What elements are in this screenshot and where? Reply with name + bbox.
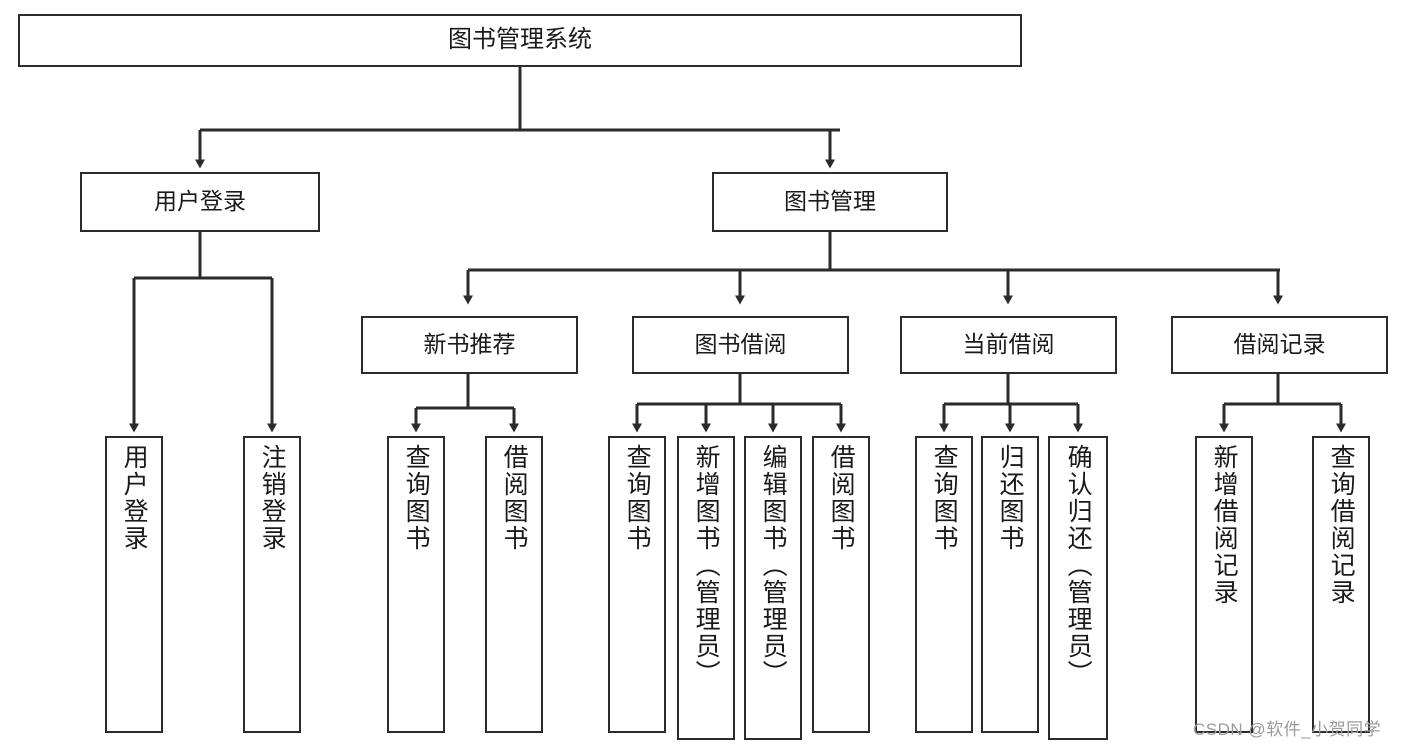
- leaf-borrow-book-1[interactable]: 借阅图书: [485, 436, 543, 733]
- leaf-add-book[interactable]: 新增图书（管理员）: [677, 436, 735, 740]
- node-book-manage[interactable]: 图书管理: [712, 172, 948, 232]
- leaf-borrow-book-2[interactable]: 借阅图书: [812, 436, 870, 733]
- node-current-borrow-label: 当前借阅: [962, 331, 1055, 358]
- leaf-user-login-label: 用户登录: [120, 444, 149, 552]
- leaf-query-record[interactable]: 查询借阅记录: [1312, 436, 1370, 733]
- leaf-user-login[interactable]: 用户登录: [105, 436, 163, 733]
- leaf-add-record[interactable]: 新增借阅记录: [1195, 436, 1253, 733]
- leaf-edit-book[interactable]: 编辑图书（管理员）: [744, 436, 802, 740]
- leaf-query-book-2-label: 查询图书: [623, 444, 652, 552]
- leaf-query-book-2[interactable]: 查询图书: [608, 436, 666, 733]
- leaf-return-book-label: 归还图书: [996, 444, 1025, 552]
- leaf-confirm-return[interactable]: 确认归还（管理员）: [1048, 436, 1108, 740]
- leaf-query-record-label: 查询借阅记录: [1327, 444, 1356, 606]
- leaf-add-record-label: 新增借阅记录: [1210, 444, 1239, 606]
- leaf-query-book-1-label: 查询图书: [402, 444, 431, 552]
- leaf-return-book[interactable]: 归还图书: [981, 436, 1039, 733]
- node-new-book-rec[interactable]: 新书推荐: [361, 316, 578, 374]
- node-borrow-record-label: 借阅记录: [1233, 331, 1326, 358]
- node-borrow-record[interactable]: 借阅记录: [1171, 316, 1388, 374]
- leaf-query-book-1[interactable]: 查询图书: [387, 436, 445, 733]
- node-user-login[interactable]: 用户登录: [80, 172, 320, 232]
- node-book-borrow[interactable]: 图书借阅: [632, 316, 849, 374]
- node-current-borrow[interactable]: 当前借阅: [900, 316, 1117, 374]
- leaf-borrow-book-1-label: 借阅图书: [500, 444, 529, 552]
- csdn-watermark: CSDN @软件_小贺同学: [1193, 720, 1382, 739]
- leaf-query-book-3[interactable]: 查询图书: [915, 436, 973, 733]
- node-book-manage-label: 图书管理: [784, 188, 876, 215]
- leaf-edit-book-label: 编辑图书（管理员）: [759, 444, 788, 687]
- node-new-book-rec-label: 新书推荐: [423, 331, 516, 358]
- leaf-add-book-label: 新增图书（管理员）: [692, 444, 721, 687]
- leaf-confirm-return-label: 确认归还（管理员）: [1064, 444, 1093, 687]
- node-user-login-label: 用户登录: [154, 188, 246, 215]
- leaf-logout-login-label: 注销登录: [258, 444, 287, 552]
- leaf-query-book-3-label: 查询图书: [930, 444, 959, 552]
- leaf-borrow-book-2-label: 借阅图书: [827, 444, 856, 552]
- node-book-borrow-label: 图书借阅: [694, 331, 787, 358]
- leaf-logout-login[interactable]: 注销登录: [243, 436, 301, 733]
- node-root-label: 图书管理系统: [448, 26, 592, 54]
- node-root[interactable]: 图书管理系统: [18, 14, 1022, 67]
